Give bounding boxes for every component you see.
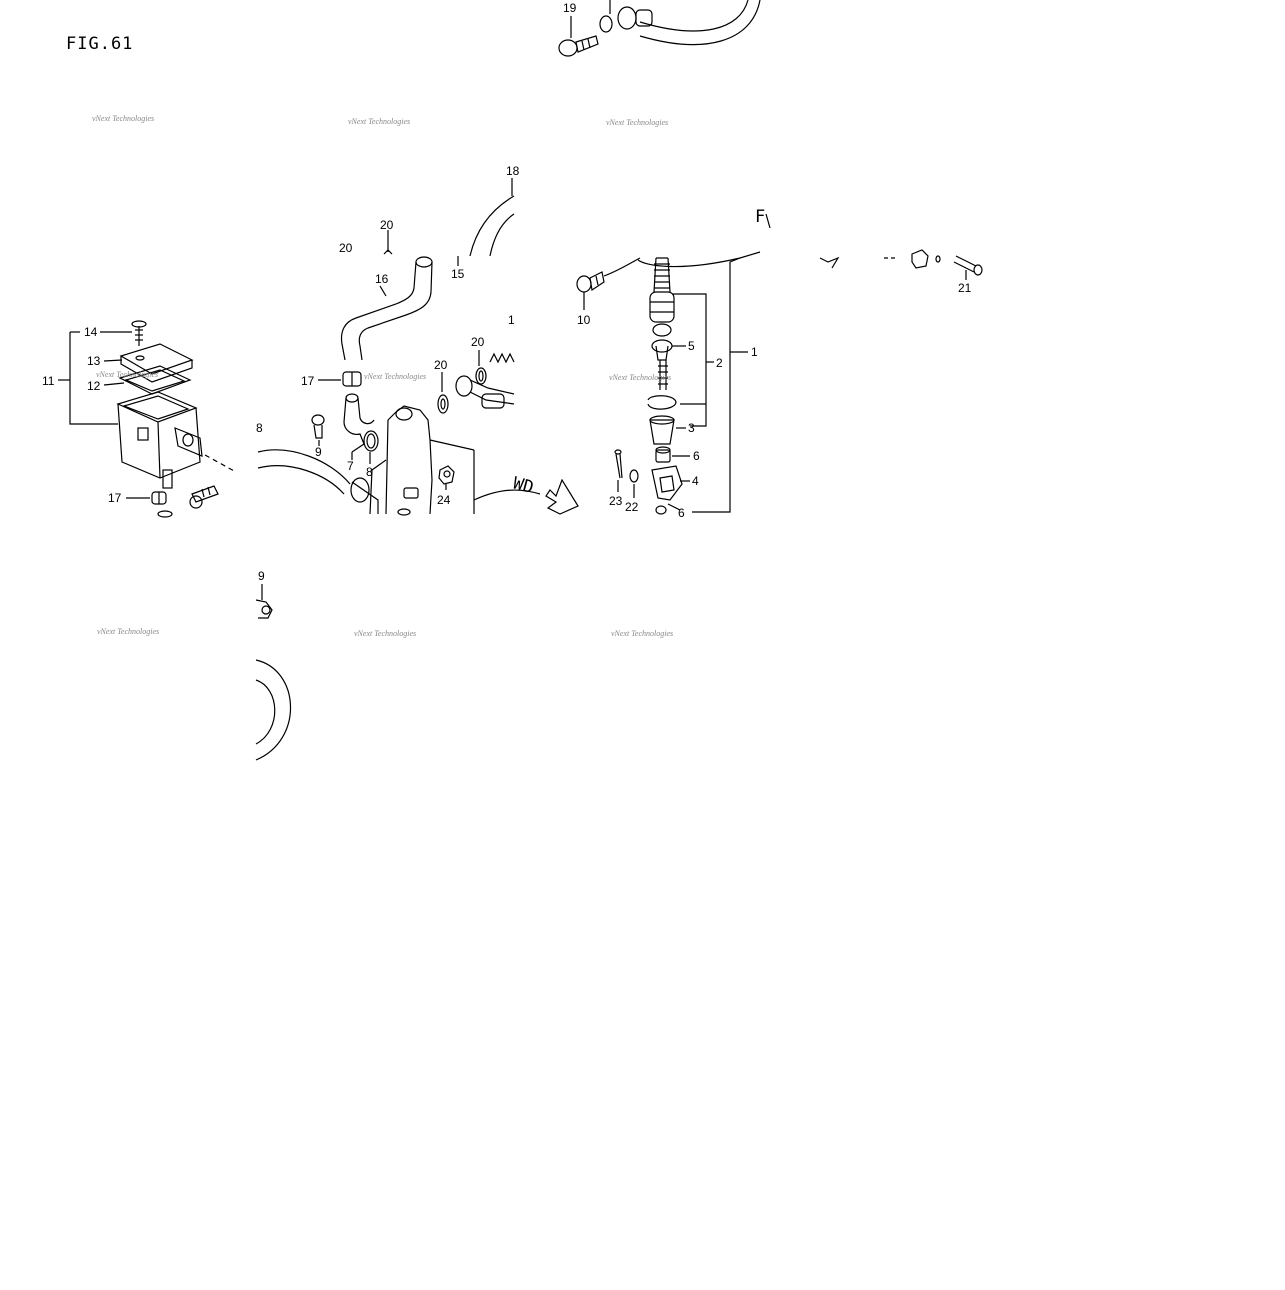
- callout-18-partial: 1: [508, 313, 515, 327]
- callout-22: 22: [625, 500, 639, 514]
- washer-20-b: [475, 367, 487, 385]
- callout-17: 17: [108, 491, 122, 505]
- bolt-9: [311, 414, 325, 439]
- banjo-bolt-19: [558, 35, 599, 57]
- callout-20: 20: [339, 241, 353, 255]
- watermark: vNext Technologies: [354, 629, 416, 638]
- reservoir-outline: [637, 257, 741, 268]
- inlet-fitting-7: [343, 393, 379, 453]
- washer-20-a: [437, 394, 449, 414]
- callout-3: 3: [688, 421, 695, 435]
- callout-4: 4: [692, 474, 699, 488]
- fwd-label: F: [755, 207, 765, 227]
- callout-1: 1: [751, 345, 758, 359]
- master-cylinder-body: [369, 405, 475, 516]
- callout-19: 19: [563, 1, 577, 15]
- callout-17: 17: [301, 374, 315, 388]
- washer-19: [599, 15, 613, 33]
- clevis-4: [651, 465, 683, 501]
- pin-21: [953, 255, 983, 276]
- watermark: vNext Technologies: [364, 372, 426, 381]
- callout-13: 13: [87, 354, 101, 368]
- nut-6-lower: [655, 505, 667, 515]
- callout-20: 20: [434, 358, 448, 372]
- top-brake-hose: [617, 0, 761, 46]
- callout-9: 9: [315, 445, 322, 459]
- watermark: vNext Technologies: [606, 118, 668, 127]
- watermark: vNext Technologies: [611, 629, 673, 638]
- circlip: [647, 395, 677, 410]
- callout-7: 7: [347, 459, 354, 473]
- hose-8: [257, 449, 379, 514]
- watermark: vNext Technologies: [348, 117, 410, 126]
- bolt-9-lower: [255, 599, 273, 619]
- callout-16: 16: [375, 272, 389, 286]
- callout-24: 24: [437, 493, 451, 507]
- hose-clamp-17: [342, 371, 362, 387]
- callout-2: 2: [716, 356, 723, 370]
- leader-11: [69, 332, 118, 425]
- callout-20: 20: [380, 218, 394, 232]
- fwd-arrow: [545, 478, 579, 515]
- callout-18: 18: [506, 164, 520, 178]
- callout-15: 15: [451, 267, 465, 281]
- watermark: vNext Technologies: [96, 370, 158, 379]
- reservoir-assembly: [116, 320, 237, 489]
- callout-10: 10: [577, 313, 591, 327]
- callout-12: 12: [87, 379, 101, 393]
- hose-15: [469, 195, 515, 257]
- leader-2: [672, 293, 707, 427]
- watermark: vNext Technologies: [97, 627, 159, 636]
- callout-5: 5: [688, 339, 695, 353]
- banjo-hose: [455, 375, 515, 409]
- callout-9: 9: [258, 569, 265, 583]
- watermark: vNext Technologies: [92, 114, 154, 123]
- o-ring-large: [255, 659, 292, 761]
- watermark: vNext Technologies: [609, 373, 671, 382]
- fwd-label: WD: [511, 474, 536, 499]
- figure-title: FIG.61: [66, 34, 134, 54]
- fwd-arrow-right: [819, 256, 840, 269]
- reservoir-hose-16: [340, 256, 433, 361]
- washer-22: [629, 469, 639, 483]
- bolt-10: [576, 271, 605, 293]
- leader-1: [692, 257, 741, 513]
- cotter-pin-23: [614, 449, 623, 479]
- boot-3: [649, 415, 675, 445]
- nut-21: [911, 249, 941, 269]
- callout-6: 6: [678, 506, 685, 520]
- hose-arc: [473, 489, 541, 501]
- push-rod-boot: [649, 257, 675, 337]
- callout-8: 8: [366, 465, 373, 479]
- spring: [489, 352, 515, 364]
- callout-14: 14: [84, 325, 98, 339]
- callout-20: 20: [471, 335, 485, 349]
- callout-11: 11: [42, 374, 55, 388]
- callout-21: 21: [958, 281, 972, 295]
- callout-8: 8: [256, 421, 263, 435]
- hose-clamp-17-left: [151, 491, 167, 505]
- callout-6: 6: [693, 449, 700, 463]
- bolt-lower-left: [189, 485, 219, 509]
- callout-23: 23: [609, 494, 623, 508]
- nut-6: [655, 446, 671, 463]
- rod-5: [651, 339, 673, 390]
- nut-24: [438, 465, 455, 485]
